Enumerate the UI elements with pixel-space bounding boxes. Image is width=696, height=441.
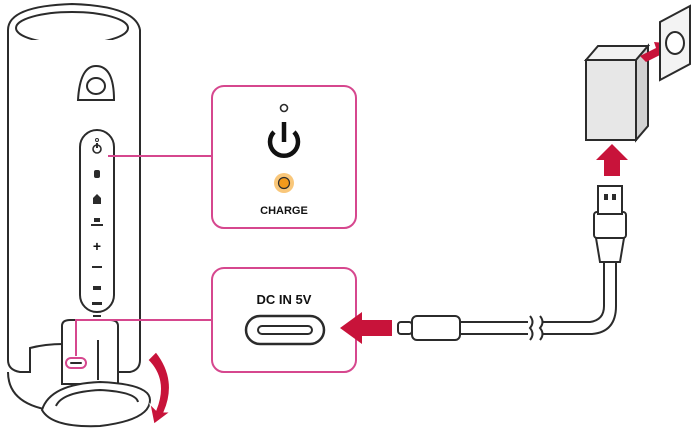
volume-up-icon: + — [93, 238, 101, 254]
adapter-front — [585, 59, 637, 141]
dc-in-label: DC IN 5V — [257, 292, 312, 307]
ac-adapter — [583, 43, 651, 143]
usb-cable — [397, 185, 627, 341]
voice-assist-icon — [92, 302, 102, 305]
cable-break — [528, 315, 544, 341]
usb-a-plug-tip — [597, 185, 623, 215]
speaker-usb-port — [65, 357, 87, 369]
callout-power-icon — [267, 122, 301, 159]
volume-down-icon — [92, 266, 102, 268]
usb-c-plug-tip — [397, 321, 413, 335]
power-icon — [92, 138, 102, 154]
speaker-top-inner — [15, 11, 129, 45]
outlet-socket — [665, 31, 685, 55]
usb-a-plug-body — [593, 211, 627, 239]
callout-bottom: DC IN 5V — [211, 267, 357, 373]
plug-up-arrow — [596, 144, 628, 176]
charge-label: CHARGE — [260, 205, 308, 217]
bluetooth-indicator — [279, 103, 289, 113]
usb-a-plug-strain — [594, 237, 626, 263]
wall-outlet — [659, 4, 691, 82]
usb-c-plug-body — [411, 315, 461, 341]
battery-icon — [93, 194, 101, 204]
open-cap-arrow — [147, 351, 172, 425]
callout-bottom-leader — [75, 319, 212, 356]
insert-arrow — [340, 312, 392, 344]
strip-icons: + — [91, 138, 103, 317]
speaker-port-recess — [61, 319, 119, 385]
callout-top: CHARGE — [211, 85, 357, 229]
charge-indicator — [277, 176, 291, 190]
play-icon — [93, 286, 101, 290]
port-cap-flap — [40, 380, 152, 428]
bluetooth-icon — [94, 170, 100, 178]
usb-c-port-icon — [244, 314, 326, 346]
stamina-icon — [93, 315, 101, 317]
party-connect-icon — [91, 218, 103, 226]
